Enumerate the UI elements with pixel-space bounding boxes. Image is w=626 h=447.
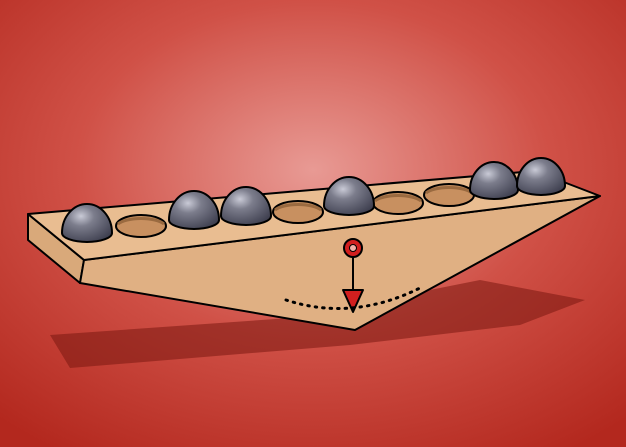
pivot-point-center	[350, 245, 357, 252]
